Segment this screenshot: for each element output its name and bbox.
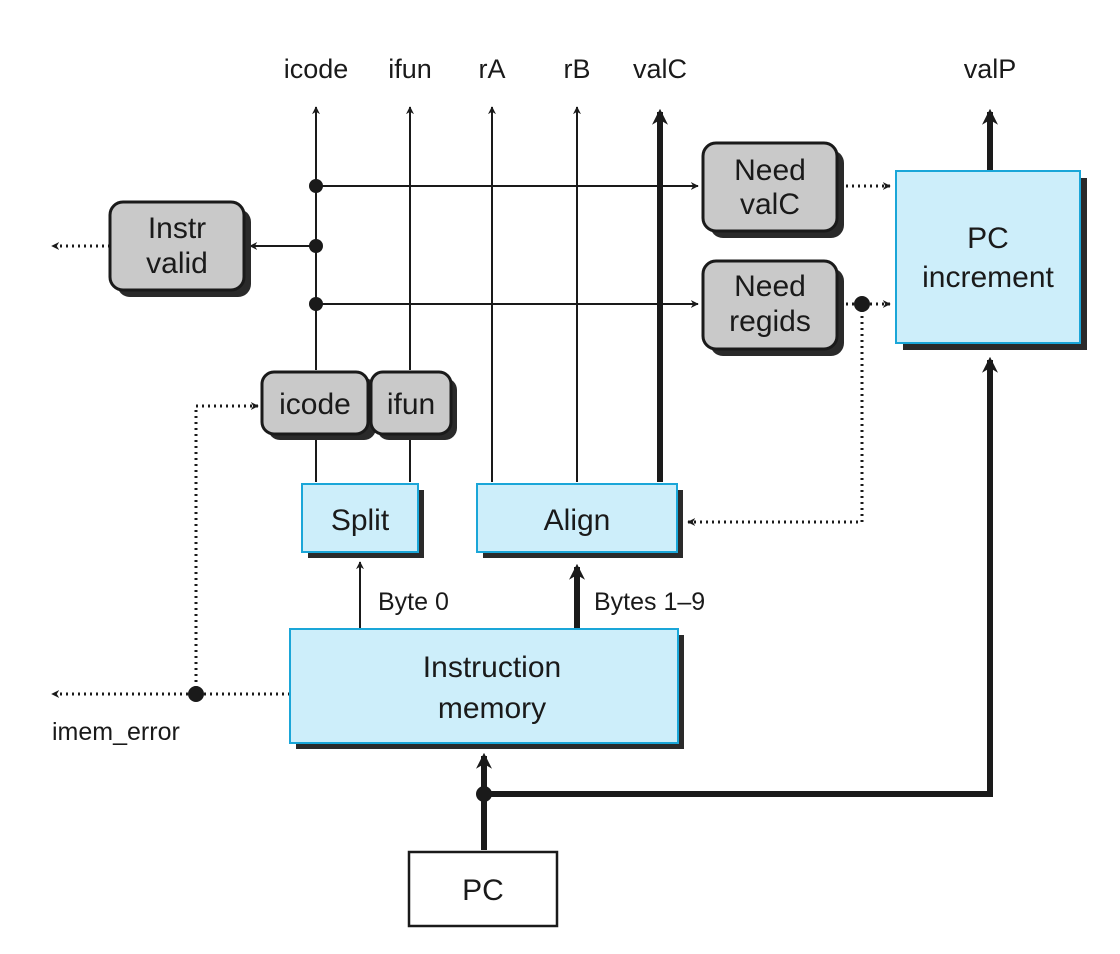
need-valc-block: Need valC [701,141,844,238]
output-label-icode: icode [284,54,349,84]
align-block: Align [476,483,683,558]
instr-valid-line1: Instr [148,212,206,245]
align-label: Align [544,504,611,537]
output-label-valp: valP [964,54,1017,84]
instruction-memory-block: Instruction memory [289,628,684,749]
pc-increment-block: PC increment [895,170,1087,350]
need-valc-line1: Need [734,154,806,187]
imem-error-label: imem_error [52,718,180,746]
ifun-register-label: ifun [387,388,435,421]
icode-register: icode [260,370,376,440]
icode-register-label: icode [279,388,351,421]
output-label-ifun: ifun [388,54,432,84]
junction-node [854,296,870,312]
split-label: Split [331,504,390,537]
pc-increment-line2: increment [922,261,1054,294]
bus-pc-to-pc-increment [484,356,998,797]
wire-imem-error-to-icode [194,402,259,694]
pc-increment-line1: PC [967,222,1009,255]
need-regids-line2: regids [729,305,811,338]
need-regids-block: Need regids [701,259,844,356]
output-label-rb: rB [564,54,591,84]
instr-valid-block: Instr valid [108,200,251,297]
junction-node [188,686,204,702]
ifun-register: ifun [369,370,457,440]
junction-node [309,239,323,253]
output-label-valc: valC [633,54,687,84]
need-regids-line1: Need [734,270,806,303]
instruction-memory-line1: Instruction [423,651,561,684]
need-valc-line2: valC [740,188,800,221]
instr-valid-line2: valid [146,247,208,280]
junction-node [476,786,492,802]
bytes-1-9-label: Bytes 1–9 [594,588,705,616]
wire-need-regids-to-align [687,304,864,526]
pc-register-label: PC [462,874,504,907]
output-label-ra: rA [479,54,506,84]
split-block: Split [301,483,424,558]
instruction-memory-line2: memory [438,692,546,725]
junction-node [309,179,323,193]
byte0-label: Byte 0 [378,588,449,616]
junction-node [309,297,323,311]
pc-register: PC [407,850,559,928]
